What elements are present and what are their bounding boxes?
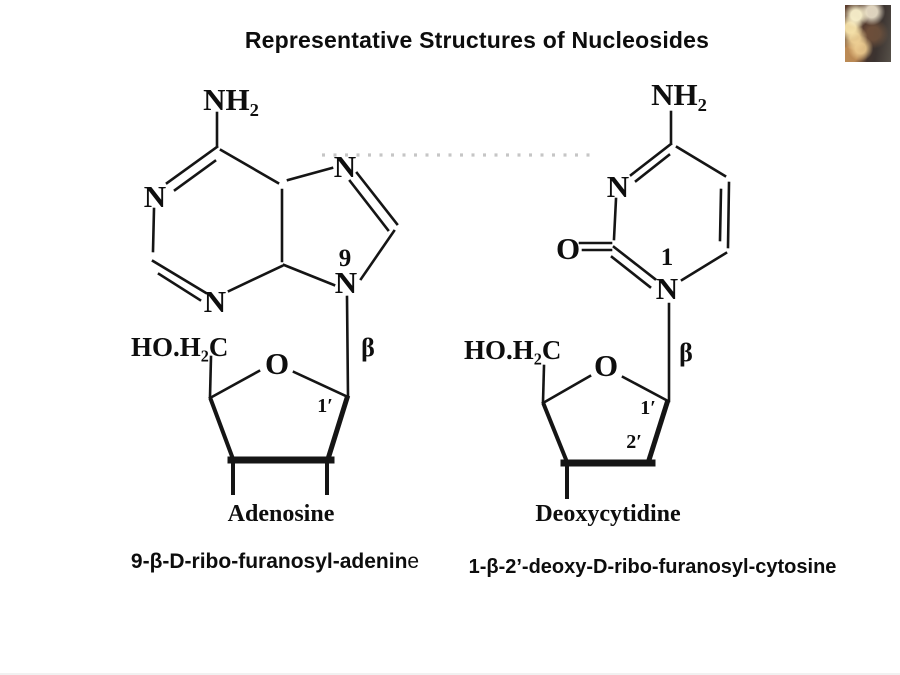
adenosine-structure: NH₂ N N N 9 N HO.H₂C O β 1′ Adenosine (131, 82, 399, 527)
bond-c6-n1-outer (165, 145, 219, 185)
bond-c2-n1-outer (612, 245, 657, 281)
bond-c1prime-c2prime (645, 399, 671, 464)
bond-o-c1prime (292, 370, 350, 399)
cytosine-base-bonds (578, 110, 731, 403)
bond-c8-n9 (359, 229, 396, 281)
ring-oxygen-label: O (594, 348, 618, 383)
n1-atom-label: N (144, 179, 166, 214)
bond-n9-c4 (282, 263, 336, 287)
bond-n1-c2 (151, 207, 156, 253)
bond-c5-n7 (286, 166, 334, 182)
bond-c3prime-c4prime (208, 397, 236, 462)
beta-label: β (679, 338, 693, 367)
n3-atom-label: N (607, 169, 629, 204)
right-structure-caption: 1-β-2’-deoxy-D-ribo-furanosyl-cytosine (468, 556, 837, 578)
bond-c4prime-o (541, 374, 592, 405)
left-caption-bold-text: 9-β-D-ribo-furanosyl-adenin (130, 550, 408, 573)
bond-c2-n1-inner (610, 255, 652, 289)
amine-label: NH₂ (651, 77, 707, 112)
hydroxymethyl-label: HO.H₂C (131, 332, 228, 362)
bond-ch2-c4prime (208, 355, 213, 399)
bond-c5-c6-inner (718, 188, 723, 242)
dna-model-photo (845, 5, 891, 62)
c1-prime-label: 1′ (317, 395, 333, 417)
bond-ch2-c4prime (541, 364, 546, 404)
position-9-label: 9 (339, 245, 352, 272)
bond-c5-c6 (219, 148, 280, 185)
bond-c6-n1-inner (173, 159, 217, 192)
bond-c4-n3-outer (629, 142, 673, 177)
ring-oxygen-label: O (265, 346, 289, 381)
n1-atom-label: N (656, 271, 678, 306)
bond-n3-c4 (227, 264, 284, 293)
hydroxymethyl-label: HO.H₂C (464, 335, 561, 365)
deoxyribose-sugar-bonds (541, 364, 671, 499)
position-1-label: 1 (661, 244, 674, 271)
slide-bottom-edge-line (0, 673, 900, 675)
left-structure-caption: 9-β-D-ribo-furanosyl-adenine (95, 550, 455, 574)
bond-c4-c5 (675, 145, 727, 178)
amine-label: NH₂ (203, 82, 259, 117)
c1-prime-label: 1′ (640, 397, 656, 419)
bond-n1-c6 (680, 251, 728, 282)
adenosine-name-label: Adenosine (228, 501, 335, 527)
adenine-base-bonds (151, 111, 399, 398)
n9-atom-label: N (335, 265, 357, 300)
bond-o-c1prime (621, 375, 670, 403)
deoxycytidine-structure: NH₂ N O 1 N HO.H₂C O β 1′ 2′ Deoxycytidi… (464, 77, 731, 527)
slide-title: Representative Structures of Nucleosides (244, 27, 710, 53)
ribose-sugar-bonds (208, 355, 351, 495)
left-caption-regular-tail: e (407, 550, 420, 573)
c2-prime-label: 2′ (626, 431, 642, 453)
bond-c4prime-o (208, 369, 261, 400)
bond-n3-c2 (612, 197, 618, 241)
beta-label: β (361, 333, 375, 362)
n3-atom-label: N (204, 284, 226, 319)
n7-atom-label: N (334, 149, 356, 184)
bond-c2-n3-outer (151, 259, 208, 295)
bond-c5-c6-outer (726, 181, 731, 249)
bond-c2-n3-inner (157, 272, 202, 302)
deoxycytidine-name-label: Deoxycytidine (535, 501, 681, 527)
carbonyl-oxygen-label: O (556, 231, 580, 266)
bond-n9-c1prime (345, 295, 350, 398)
bond-c4-n3-inner (634, 153, 671, 183)
bond-c3prime-c4prime (541, 402, 570, 465)
bond-n7-c8-outer (355, 171, 399, 226)
bond-c1prime-c2prime (324, 394, 351, 463)
bond-n7-c8-inner (348, 179, 390, 232)
